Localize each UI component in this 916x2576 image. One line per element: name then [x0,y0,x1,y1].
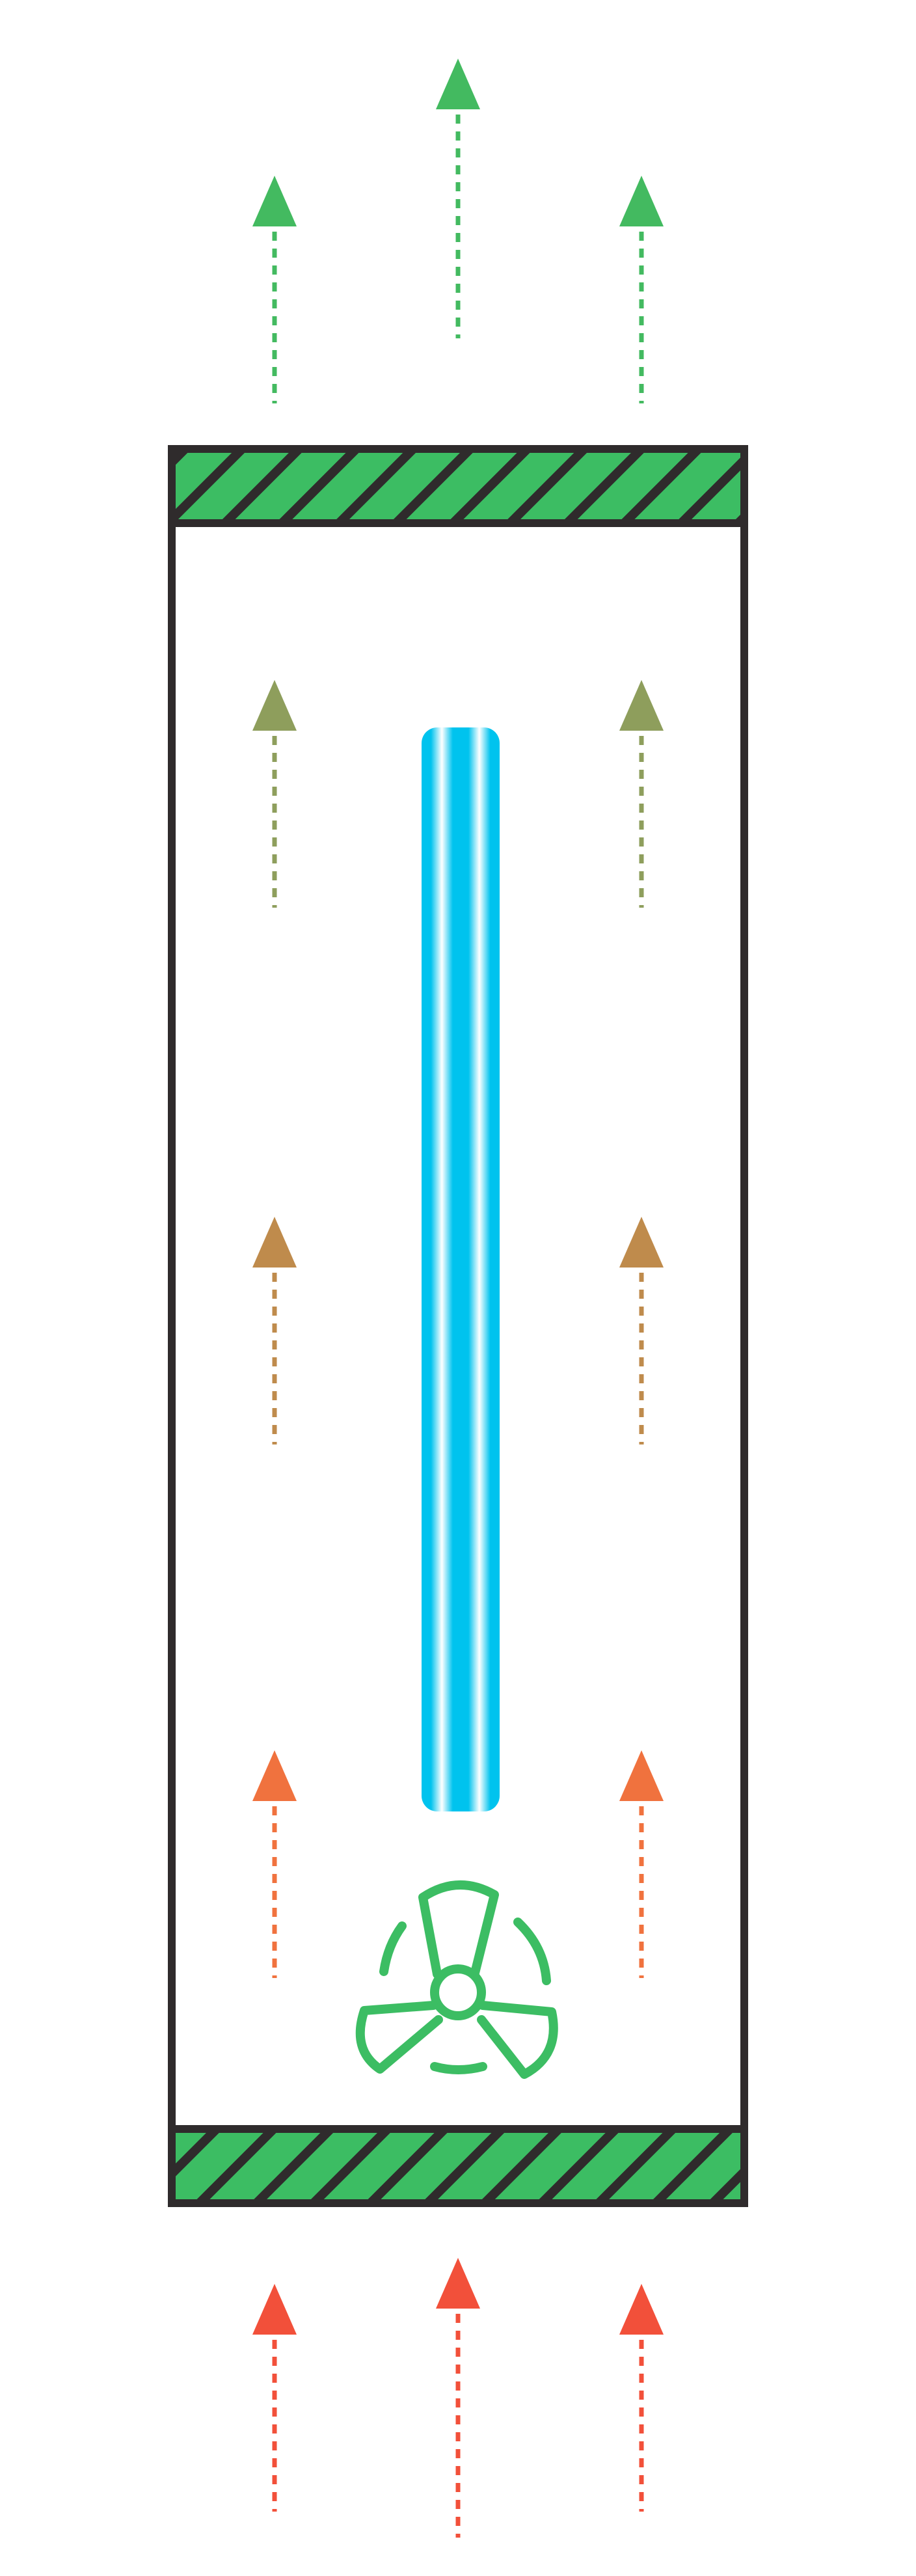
airflow-arrows [252,59,664,2538]
filter-icon [173,450,743,522]
arrow-head [619,680,664,731]
arrow-head [252,2284,297,2335]
fan-icon [355,1880,558,2079]
arrow-up-icon [252,2284,297,2512]
arrow-head [619,1217,664,1268]
top-filter [168,445,748,527]
arrow-head [619,2284,664,2335]
arrow-head [619,176,664,226]
arrow-head [252,1750,297,1801]
arrow-up-icon [436,2258,480,2538]
arrow-head [252,1217,297,1268]
arrow-head [436,59,480,109]
arrow-up-icon [619,2284,664,2512]
arrow-up-icon [619,1217,664,1444]
arrow-up-icon [252,176,297,403]
filter-icon [173,2130,743,2202]
arrow-up-icon [436,59,480,338]
arrow-up-icon [252,1750,297,1978]
arrow-head [436,2258,480,2309]
arrow-up-icon [619,680,664,908]
arrow-head [252,176,297,226]
arrow-up-icon [252,1217,297,1444]
arrow-head [252,680,297,731]
uv-lamp-icon [422,727,500,1811]
arrow-up-icon [252,680,297,908]
arrow-up-icon [619,176,664,403]
arrow-head [619,1750,664,1801]
arrow-up-icon [619,1750,664,1978]
bottom-filter [168,2125,748,2207]
